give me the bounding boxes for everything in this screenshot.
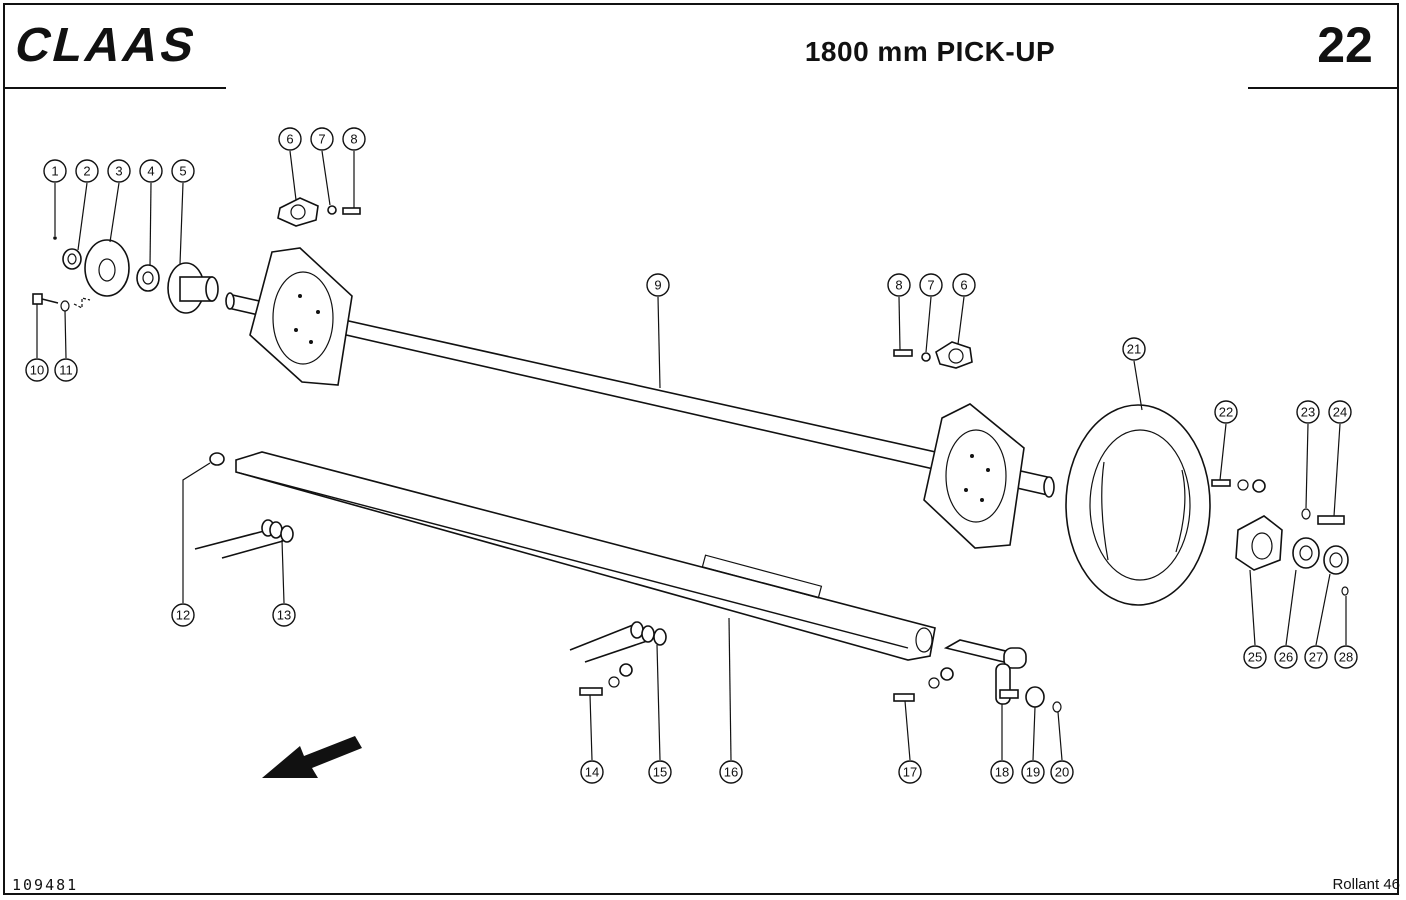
svg-text:6: 6 <box>960 278 967 293</box>
svg-text:19: 19 <box>1026 765 1040 780</box>
svg-text:8: 8 <box>895 278 902 293</box>
callout-8-upper: 8 <box>342 127 366 151</box>
callout-12: 12 <box>171 603 195 627</box>
svg-text:15: 15 <box>653 765 667 780</box>
model-name: Rollant 46 <box>1332 876 1400 893</box>
callout-23: 23 <box>1296 400 1320 424</box>
svg-text:6: 6 <box>286 132 293 147</box>
svg-text:22: 22 <box>1219 405 1233 420</box>
svg-text:4: 4 <box>147 164 154 179</box>
callout-1: 1 <box>43 159 67 183</box>
svg-text:10: 10 <box>30 363 44 378</box>
bearing-housing-upper-left <box>277 197 361 227</box>
svg-text:5: 5 <box>179 164 186 179</box>
svg-text:24: 24 <box>1333 405 1347 420</box>
page-number: 22 <box>1317 17 1373 73</box>
svg-text:16: 16 <box>724 765 738 780</box>
svg-text:17: 17 <box>903 765 917 780</box>
cam-track-ring <box>1065 404 1211 606</box>
svg-text:9: 9 <box>654 278 661 293</box>
svg-text:27: 27 <box>1309 650 1323 665</box>
callout-7-right: 7 <box>919 273 943 297</box>
claas-logo-mark: CLAAS <box>10 19 204 72</box>
callout-5: 5 <box>171 159 195 183</box>
right-bearing-assembly <box>1211 479 1349 596</box>
callout-6-right: 6 <box>952 273 976 297</box>
callout-13: 13 <box>272 603 296 627</box>
callout-4: 4 <box>139 159 163 183</box>
drawing-frame <box>3 3 1399 895</box>
svg-text:28: 28 <box>1339 650 1353 665</box>
header-rule-right <box>1248 87 1398 89</box>
right-flange-plate <box>923 403 1025 549</box>
svg-text:20: 20 <box>1055 765 1069 780</box>
drawing-code: 109481 <box>12 876 79 894</box>
svg-text:26: 26 <box>1279 650 1293 665</box>
svg-text:23: 23 <box>1301 405 1315 420</box>
svg-text:12: 12 <box>176 608 190 623</box>
callout-27: 27 <box>1304 645 1328 669</box>
callout-2: 2 <box>75 159 99 183</box>
bearing-housing-right <box>893 341 973 369</box>
main-shaft <box>225 292 1055 498</box>
callout-14: 14 <box>580 760 604 784</box>
svg-text:7: 7 <box>927 278 934 293</box>
leader-lines <box>36 150 1347 761</box>
callout-21: 21 <box>1122 337 1146 361</box>
left-bearing-assembly <box>32 236 219 314</box>
svg-text:7: 7 <box>318 132 325 147</box>
claas-logo-text: CLAAS <box>10 22 204 66</box>
travel-direction-arrow-icon <box>262 736 362 778</box>
svg-text:11: 11 <box>59 363 73 378</box>
header-rule-left <box>4 87 226 89</box>
callout-6-upper: 6 <box>278 127 302 151</box>
svg-text:18: 18 <box>995 765 1009 780</box>
callout-16: 16 <box>719 760 743 784</box>
left-flange-plate <box>249 247 353 386</box>
svg-text:13: 13 <box>277 608 291 623</box>
callout-20: 20 <box>1050 760 1074 784</box>
tine-bar <box>235 451 936 661</box>
callout-18: 18 <box>990 760 1014 784</box>
callout-11: 11 <box>54 358 78 382</box>
callout-9: 9 <box>646 273 670 297</box>
svg-text:2: 2 <box>83 164 90 179</box>
claas-logo: CLAAS <box>8 19 230 72</box>
crank-arm-assembly <box>893 639 1062 713</box>
svg-text:3: 3 <box>115 164 122 179</box>
svg-text:8: 8 <box>350 132 357 147</box>
callout-24: 24 <box>1328 400 1352 424</box>
svg-text:1: 1 <box>51 164 58 179</box>
callout-22: 22 <box>1214 400 1238 424</box>
svg-text:14: 14 <box>585 765 599 780</box>
spring-tines-center <box>569 621 667 696</box>
callout-25: 25 <box>1243 645 1267 669</box>
callout-10: 10 <box>25 358 49 382</box>
svg-text:21: 21 <box>1127 342 1141 357</box>
callout-3: 3 <box>107 159 131 183</box>
svg-text:25: 25 <box>1248 650 1262 665</box>
callout-8-right: 8 <box>887 273 911 297</box>
callout-7-upper: 7 <box>310 127 334 151</box>
callout-17: 17 <box>898 760 922 784</box>
callout-26: 26 <box>1274 645 1298 669</box>
page-title: 1800 mm PICK-UP <box>804 36 1056 67</box>
callout-19: 19 <box>1021 760 1045 784</box>
spring-tines-left <box>194 452 294 559</box>
callout-28: 28 <box>1334 645 1358 669</box>
callout-15: 15 <box>648 760 672 784</box>
